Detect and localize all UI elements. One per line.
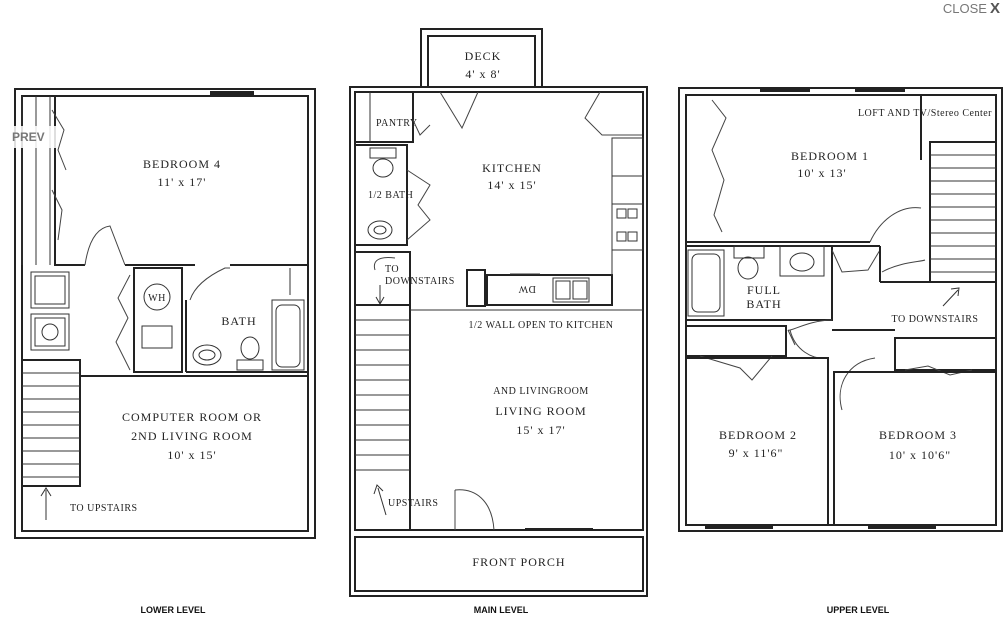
main-level-label: MAIN LEVEL — [474, 605, 529, 615]
upper-level-plan: LOFT AND TV/Stereo Center BEDROOM 1 10' … — [678, 87, 1003, 615]
living-room-size: 15' x 17' — [516, 423, 565, 437]
computer-room-line2: 2ND LIVING ROOM — [131, 429, 253, 443]
bedroom1-name: BEDROOM 1 — [791, 149, 869, 163]
bedroom3-size: 10' x 10'6" — [889, 448, 951, 462]
prev-button[interactable]: PREV — [0, 126, 58, 148]
close-icon: X — [989, 0, 1000, 17]
water-heater-label: WH — [148, 293, 166, 304]
pantry-label: PANTRY — [376, 118, 418, 129]
living-note: AND LIVINGROOM — [493, 386, 589, 397]
lower-outer-wall — [14, 88, 316, 539]
prev-label: PREV — [12, 130, 45, 144]
bedroom2-name: BEDROOM 2 — [719, 428, 797, 442]
bedroom1-size: 10' x 13' — [797, 166, 846, 180]
deck-size: 4' x 8' — [465, 67, 500, 81]
full-bath-line1: FULL — [747, 283, 781, 297]
half-wall-label: 1/2 WALL OPEN TO KITCHEN — [469, 320, 614, 331]
bedroom3-name: BEDROOM 3 — [879, 428, 957, 442]
bedroom2-size: 9' x 11'6" — [729, 446, 784, 460]
lower-level-plan: BEDROOM 4 11' x 17' WH BATH COMPUTER ROO… — [14, 88, 316, 615]
front-porch-label: FRONT PORCH — [472, 555, 565, 569]
kitchen-name: KITCHEN — [482, 161, 542, 175]
computer-room-size: 10' x 15' — [167, 448, 216, 462]
computer-room-line1: COMPUTER ROOM OR — [122, 410, 262, 424]
bedroom4-size: 11' x 17' — [158, 175, 207, 189]
main-level-plan: DECK 4' x 8' PANTRY KITCHEN 14' x 15' 1/… — [349, 28, 648, 615]
living-room-name: LIVING ROOM — [495, 404, 586, 418]
kitchen-size: 14' x 15' — [487, 178, 536, 192]
loft-label: LOFT AND TV/Stereo Center — [858, 108, 992, 119]
to-downstairs-line1: TO — [385, 264, 399, 275]
deck-name: DECK — [465, 49, 502, 63]
lower-level-label: LOWER LEVEL — [141, 605, 207, 615]
lower-bath-label: BATH — [221, 314, 256, 328]
close-label: CLOSE — [942, 1, 987, 16]
upper-outer-wall — [678, 87, 1003, 532]
half-bath-label: 1/2 BATH — [368, 190, 413, 201]
front-porch — [354, 536, 644, 592]
dishwasher-label: DW — [518, 283, 536, 294]
full-bath-line2: BATH — [746, 297, 781, 311]
upper-level-label: UPPER LEVEL — [827, 605, 890, 615]
lower-to-upstairs: TO UPSTAIRS — [70, 503, 138, 514]
upper-to-downstairs: TO DOWNSTAIRS — [892, 314, 979, 325]
main-upstairs-label: UPSTAIRS — [388, 498, 438, 509]
bedroom4-name: BEDROOM 4 — [143, 157, 221, 171]
to-downstairs-line2: DOWNSTAIRS — [385, 276, 455, 287]
